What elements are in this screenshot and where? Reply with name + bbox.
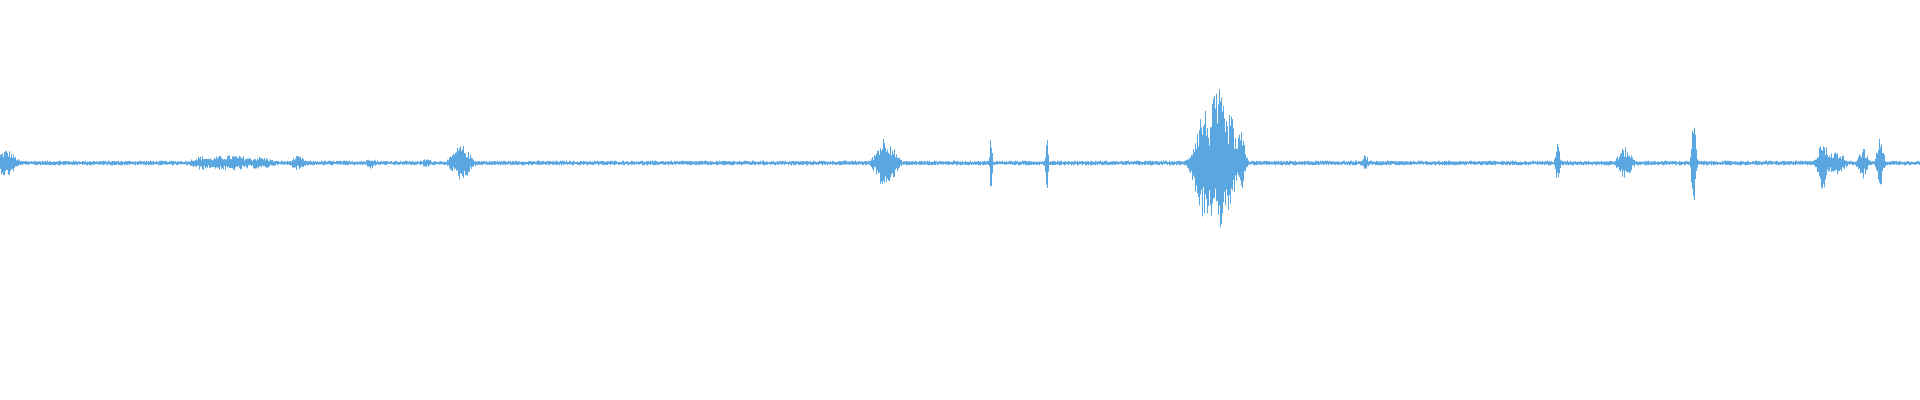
waveform-trace [0,89,1920,227]
